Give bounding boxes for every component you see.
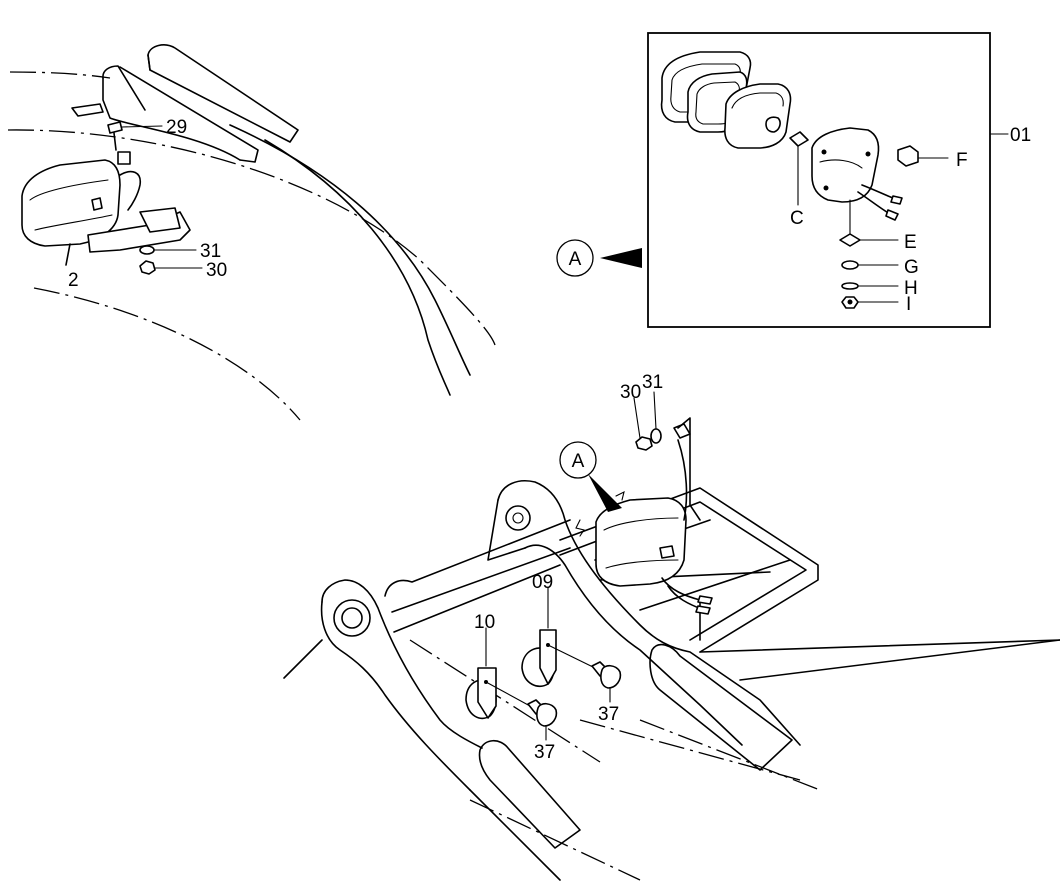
part-h bbox=[841, 282, 899, 290]
callout-30-top: 30 bbox=[206, 260, 227, 281]
callout-37-b: 37 bbox=[534, 742, 555, 763]
callout-30-mid: 30 bbox=[620, 382, 641, 403]
work-light-top-left bbox=[21, 151, 142, 266]
bracket-10 bbox=[465, 627, 531, 720]
bolt-29 bbox=[107, 121, 163, 151]
callout-10: 10 bbox=[474, 612, 495, 633]
lens-housing bbox=[724, 83, 792, 149]
view-ref-a-main: A bbox=[559, 441, 622, 512]
lamp-body-detail bbox=[811, 127, 903, 221]
callout-37-a: 37 bbox=[598, 704, 619, 725]
view-ref-letter-main: A bbox=[572, 451, 585, 472]
washer-31-top bbox=[139, 245, 197, 255]
view-ref-a-detail: A bbox=[556, 239, 642, 277]
callout-2: 2 bbox=[68, 270, 79, 291]
callout-01: 01 bbox=[1010, 125, 1031, 146]
washer-31-mid bbox=[650, 391, 662, 444]
view-arrow-main bbox=[588, 474, 622, 512]
label-h: H bbox=[904, 278, 918, 299]
boom-top-left bbox=[7, 44, 496, 421]
bolt-37-b bbox=[527, 699, 558, 741]
nut-30-top bbox=[139, 260, 203, 275]
part-e bbox=[839, 233, 899, 247]
callout-29: 29 bbox=[166, 117, 187, 138]
detail-view-a: C F E G H I bbox=[647, 32, 991, 328]
bolt-37-a bbox=[591, 661, 622, 703]
label-i: I bbox=[906, 294, 911, 315]
nut-30-mid bbox=[633, 397, 653, 451]
boom-arm bbox=[487, 480, 801, 771]
lower-arm bbox=[283, 519, 581, 881]
screw-f bbox=[897, 145, 949, 167]
bulb-c bbox=[789, 131, 809, 206]
label-c: C bbox=[790, 208, 804, 229]
callout-31-mid: 31 bbox=[642, 372, 663, 393]
callout-31-top: 31 bbox=[200, 241, 221, 262]
view-arrow-detail bbox=[600, 248, 642, 268]
label-g: G bbox=[904, 257, 919, 278]
part-i bbox=[841, 296, 899, 309]
label-f: F bbox=[956, 150, 968, 171]
frame-dashes-bottom bbox=[409, 639, 821, 881]
view-ref-letter-detail: A bbox=[569, 249, 582, 270]
work-light-main bbox=[575, 417, 713, 615]
bracket-09 bbox=[521, 587, 596, 688]
part-g bbox=[841, 260, 899, 270]
light-bracket-top-left bbox=[87, 207, 191, 253]
callout-09: 09 bbox=[532, 572, 553, 593]
label-e: E bbox=[904, 232, 917, 253]
